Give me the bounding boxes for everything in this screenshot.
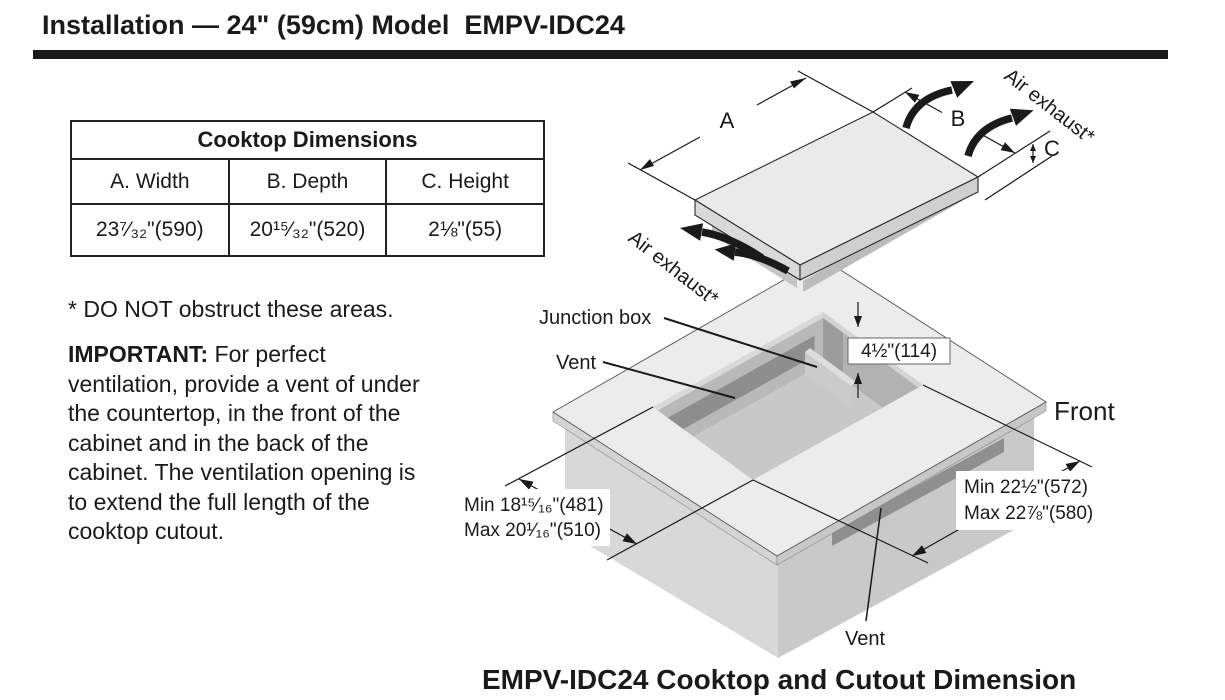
table-title: Cooktop Dimensions: [70, 120, 545, 160]
note-asterisk: * DO NOT obstruct these areas.: [68, 296, 394, 322]
junction-box-leader: [663, 317, 818, 368]
air-arrow-curve: [902, 86, 953, 130]
clearance-label-box: [847, 337, 951, 365]
clearance-label: 4½"(114): [861, 341, 937, 362]
junction-box-top: [805, 348, 856, 386]
cutout-vent-slot: [661, 335, 815, 442]
arrowhead: [1030, 156, 1036, 163]
cooktop-dimensions-table: Cooktop Dimensions A. Width B. Depth C. …: [70, 120, 545, 257]
cutout-depth-max: Max 20¹⁄₁₆"(510): [464, 520, 601, 541]
air-exhaust-arrows: [680, 81, 1034, 275]
arrowhead: [1065, 461, 1080, 472]
col-depth: B. Depth: [227, 158, 388, 205]
ext-line: [984, 155, 1053, 201]
ext-line: [752, 479, 929, 564]
vent-top-label: Vent: [556, 352, 596, 374]
dim-b-label: B: [951, 106, 966, 131]
note-important: IMPORTANT: For perfect ventilation, prov…: [68, 340, 440, 547]
cutout-width-max: Max 22⅞"(580): [964, 503, 1093, 524]
arrowhead: [519, 479, 534, 490]
col-width: A. Width: [70, 158, 230, 205]
val-width: 23⁷⁄₃₂"(590): [70, 203, 230, 257]
vent-top-leader: [602, 361, 736, 399]
ext-line: [627, 162, 696, 201]
air-arrow-head: [950, 81, 974, 98]
cabinet-left-face: [565, 424, 778, 658]
depth-label-box: [456, 489, 610, 546]
ext-line: [504, 406, 654, 487]
arrowhead: [1030, 144, 1036, 151]
cooktop-slab: [694, 111, 979, 292]
air-arrow-curve: [964, 114, 1013, 158]
page-title: Installation — 24" (59cm) Model EMPV-IDC…: [42, 10, 625, 40]
arrowhead: [905, 92, 920, 103]
title-rule: [33, 50, 1168, 59]
width-label-box: [956, 471, 1098, 530]
important-body: For perfect ventilation, provide a vent …: [68, 341, 420, 544]
col-height: C. Height: [385, 158, 545, 205]
air-arrow-head: [680, 223, 704, 241]
arrowhead: [790, 78, 806, 89]
cutout-depth-min: Min 18¹⁵⁄₁₆"(481): [464, 495, 604, 516]
diagram-caption: EMPV-IDC24 Cooktop and Cutout Dimension: [482, 664, 1077, 695]
arrowhead: [854, 316, 862, 327]
air-exhaust-left-label: Air exhaust*: [624, 227, 723, 311]
val-depth: 20¹⁵⁄₃₂"(520): [227, 203, 388, 257]
ext-line: [872, 87, 913, 113]
countertop-outline: [552, 257, 1047, 557]
dim-c-label: C: [1044, 136, 1060, 161]
val-height: 2⅛"(55): [385, 203, 545, 257]
ext-line: [797, 70, 874, 113]
ext-line: [606, 479, 754, 561]
arrowhead: [1000, 142, 1015, 153]
air-arrow-head: [714, 243, 736, 261]
countertop-surface: [553, 258, 1046, 556]
front-label: Front: [1054, 396, 1115, 426]
junction-box-label: Junction box: [539, 307, 651, 329]
ext-line: [922, 384, 1093, 468]
arrowheads: [519, 78, 1080, 556]
vent-bottom-leader: [865, 507, 882, 622]
arrowhead: [640, 159, 654, 170]
cutout-width-min: Min 22½"(572): [964, 477, 1088, 498]
arrowhead: [622, 533, 637, 544]
vent-bottom-label: Vent: [845, 628, 885, 650]
important-label: IMPORTANT:: [68, 341, 209, 367]
installation-diagram: 4½"(114) Min 18¹⁵⁄₁₆"(481) Max 20¹⁄₁₆"(5…: [456, 65, 1115, 658]
arrowhead: [912, 545, 927, 556]
dim-a-label: A: [720, 108, 735, 133]
arrowhead: [854, 373, 862, 384]
front-vent-slot: [832, 438, 1004, 546]
ext-line: [977, 130, 1051, 178]
slab-right-face: [799, 176, 979, 281]
air-arrow-curve: [734, 248, 790, 275]
air-arrow-head: [1009, 108, 1034, 126]
leader-lines: [602, 317, 882, 622]
